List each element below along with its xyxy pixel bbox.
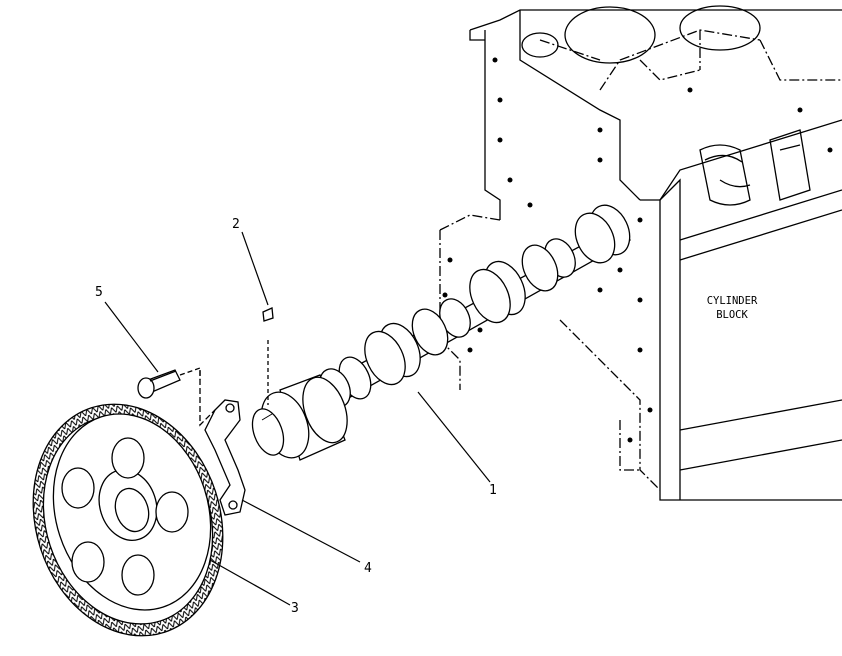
- cylinder-block-label: CYLINDER BLOCK: [692, 294, 772, 322]
- camshaft: [251, 204, 631, 461]
- callout-4: 4: [364, 561, 372, 576]
- cylinder-block-label-line2: BLOCK: [716, 309, 748, 321]
- callout-5: 5: [95, 285, 103, 300]
- cylinder-block: [439, 5, 842, 501]
- leader-lines: [104, 231, 491, 606]
- camshaft-gear: [32, 403, 224, 637]
- callout-3: 3: [291, 601, 299, 616]
- callout-1: 1: [489, 483, 497, 498]
- woodruff-key: [262, 307, 274, 405]
- bolt: [137, 367, 201, 399]
- thrust-plate: [199, 370, 246, 516]
- cylinder-block-label-line1: CYLINDER: [706, 295, 758, 307]
- callout-2: 2: [232, 217, 240, 232]
